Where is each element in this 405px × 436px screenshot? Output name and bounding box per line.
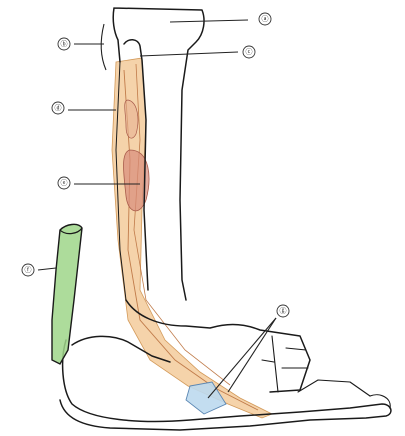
leader-g2 <box>228 318 276 392</box>
label-b: ⓑ <box>58 38 70 50</box>
leader-c <box>140 52 238 56</box>
label-e: ⓔ <box>58 177 70 189</box>
toe-tip <box>370 395 390 408</box>
svg-text:ⓐ: ⓐ <box>262 15 269 23</box>
leader-g1 <box>208 318 276 398</box>
label-d: ⓓ <box>52 102 64 114</box>
leader-f <box>38 268 56 270</box>
label-c: ⓒ <box>243 46 255 58</box>
svg-text:ⓔ: ⓔ <box>61 179 68 187</box>
label-a: ⓐ <box>259 13 271 25</box>
svg-text:ⓖ: ⓖ <box>280 307 287 315</box>
svg-text:ⓒ: ⓒ <box>246 48 253 56</box>
svg-text:ⓓ: ⓓ <box>55 104 62 112</box>
tarsal-lines <box>262 336 370 396</box>
svg-text:ⓕ: ⓕ <box>25 266 32 274</box>
foot-outline <box>60 340 391 430</box>
label-f: ⓕ <box>22 264 34 276</box>
label-g: ⓖ <box>277 305 289 317</box>
leader-a <box>170 20 248 22</box>
bracket-b <box>101 24 106 70</box>
svg-text:ⓑ: ⓑ <box>61 40 68 48</box>
green-bone <box>52 224 82 364</box>
